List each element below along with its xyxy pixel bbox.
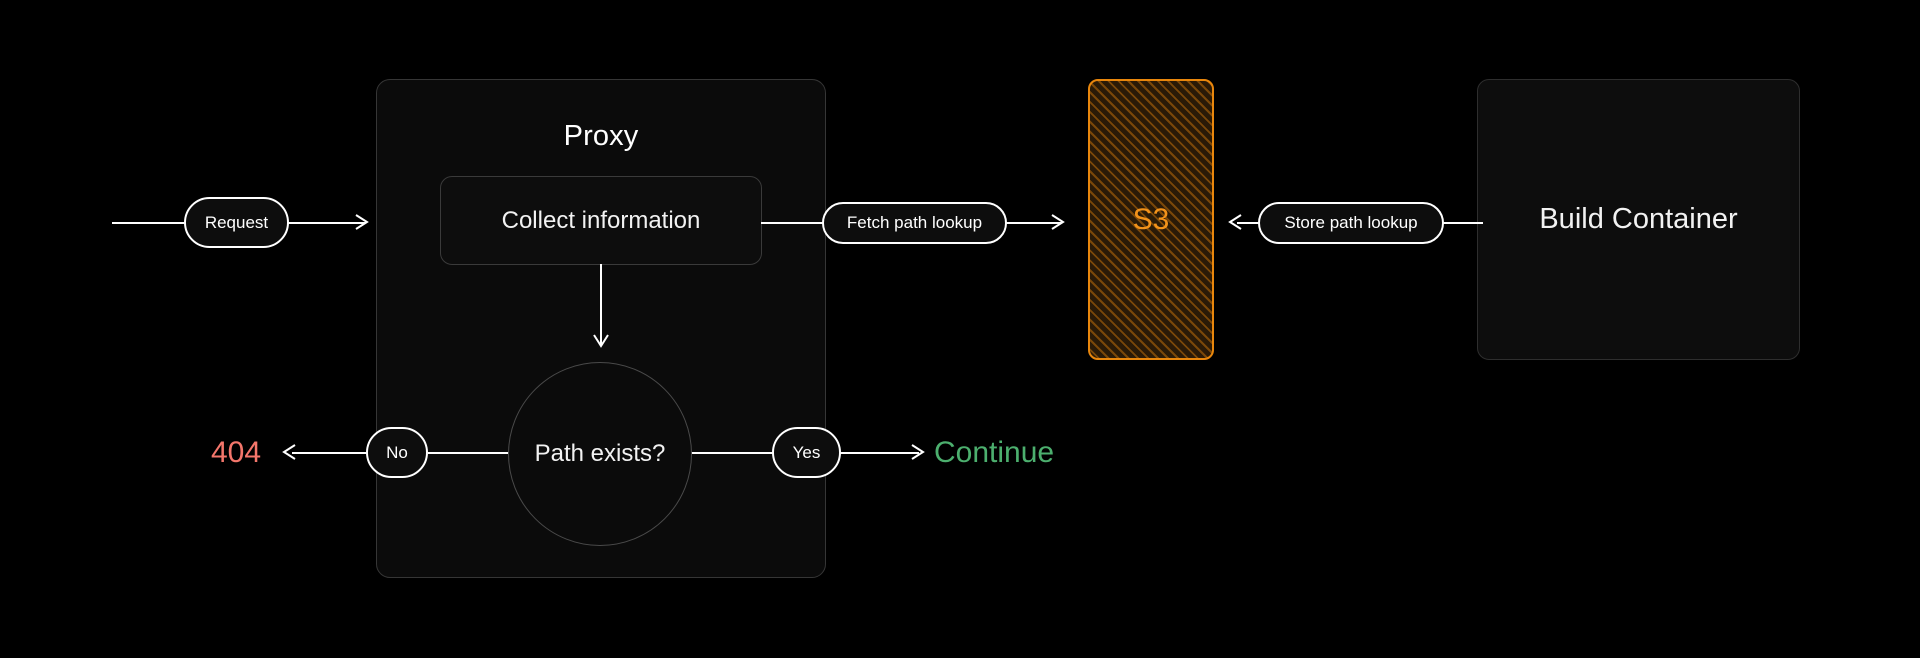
arrowhead-fetch-to-s3	[1051, 214, 1065, 230]
edge-build-to-store	[1443, 222, 1483, 224]
edge-path-exists-to-no	[428, 452, 515, 454]
request-node-label: Request	[204, 212, 269, 232]
edge-store-to-s3	[1237, 222, 1261, 224]
not-found-terminal: 404	[211, 436, 262, 469]
edge-request-to-proxy	[288, 222, 365, 224]
s3-node[interactable]: S3	[1088, 79, 1214, 360]
arrowhead-request-to-proxy	[355, 214, 369, 230]
build-container-node[interactable]: Build Container	[1477, 79, 1800, 360]
path-exists-label: Path exists?	[534, 440, 666, 467]
yes-branch-label[interactable]: Yes	[772, 427, 841, 478]
edge-yes-to-continue	[840, 452, 919, 454]
arrowhead-yes-to-continue	[911, 444, 925, 460]
edge-path-exists-to-yes	[686, 452, 774, 454]
store-path-lookup-label[interactable]: Store path lookup	[1258, 202, 1444, 244]
collect-information-node[interactable]: Collect information	[440, 176, 762, 265]
no-branch-text: No	[386, 442, 408, 462]
request-node[interactable]: Request	[184, 197, 289, 248]
build-container-label: Build Container	[1539, 203, 1738, 235]
arrowhead-store-to-s3	[1228, 214, 1242, 230]
proxy-group-title: Proxy	[563, 120, 639, 152]
edge-fetch-to-s3	[1006, 222, 1061, 224]
collect-information-label: Collect information	[501, 206, 701, 234]
fetch-path-lookup-label[interactable]: Fetch path lookup	[822, 202, 1007, 244]
path-exists-node[interactable]: Path exists?	[508, 362, 692, 546]
no-branch-label[interactable]: No	[366, 427, 428, 478]
store-path-lookup-text: Store path lookup	[1284, 213, 1418, 232]
fetch-path-lookup-text: Fetch path lookup	[846, 213, 983, 232]
edge-start-to-request	[112, 222, 187, 224]
edge-collect-to-fetch	[761, 222, 827, 224]
yes-branch-text: Yes	[792, 442, 821, 462]
arrowhead-collect-to-path-exists	[593, 334, 609, 348]
s3-node-label: S3	[1132, 202, 1170, 236]
arrowhead-no-to-404	[282, 444, 296, 460]
edge-collect-to-path-exists	[600, 264, 602, 346]
continue-terminal: Continue	[934, 436, 1055, 469]
edge-no-to-404	[292, 452, 368, 454]
